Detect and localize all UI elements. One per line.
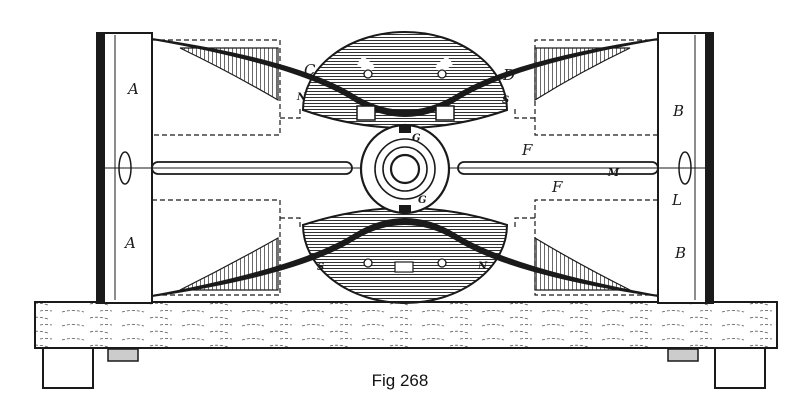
lower-left-coil (179, 236, 279, 291)
label-n-lower: N (477, 261, 488, 272)
lower-pole-piece (301, 206, 509, 304)
label-c: C (304, 61, 316, 79)
left-foot (42, 347, 94, 389)
label-a-lower: A (123, 234, 136, 252)
label-f-lower: F (551, 178, 563, 196)
lower-right-coil (534, 236, 631, 291)
label-s-upper: S (502, 95, 509, 106)
label-l: L (671, 191, 682, 209)
upper-right-coil (534, 47, 631, 102)
left-bolt-nut (107, 348, 139, 362)
label-m: M (607, 168, 620, 179)
upper-field-magnet (152, 38, 658, 117)
figure-caption: Fig 268 (372, 371, 429, 390)
label-g-top: G (412, 133, 421, 144)
label-b-lower: B (674, 244, 686, 262)
armature-hub (359, 123, 451, 215)
right-foot (714, 347, 766, 389)
labels: A A B B C D N S S N G G F F M L (123, 61, 686, 273)
upper-left-coil (179, 47, 279, 102)
right-bolt-nut (667, 348, 699, 362)
label-d: D (502, 66, 515, 84)
label-n-upper: N (296, 92, 307, 103)
label-g-bottom: G (418, 195, 427, 206)
label-f-upper: F (521, 141, 533, 159)
label-b-upper: B (672, 102, 684, 120)
base-board (34, 301, 778, 389)
upper-pole-piece (301, 31, 509, 130)
lower-field-magnet (152, 218, 658, 297)
label-s-lower: S (317, 262, 324, 273)
shaft (97, 161, 713, 175)
label-a-upper: A (126, 80, 139, 98)
